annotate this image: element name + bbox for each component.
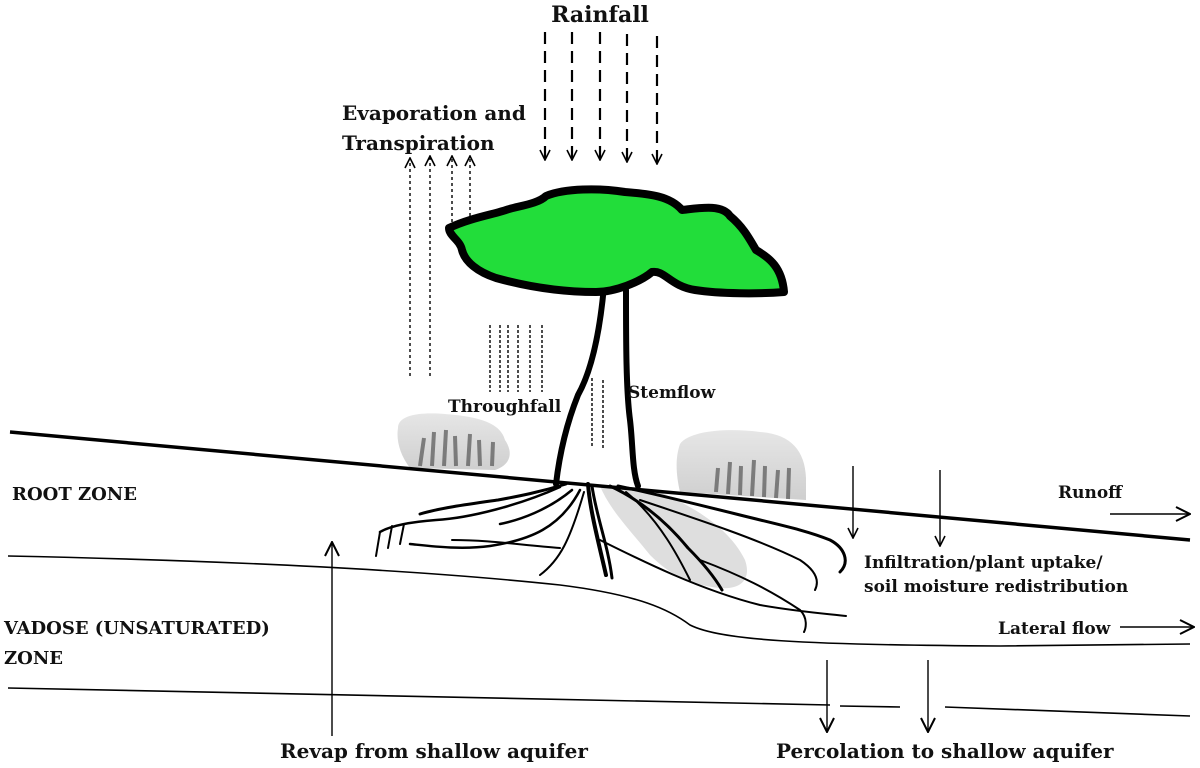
stemflow-label: Stemflow (628, 383, 716, 403)
runoff-label: Runoff (1058, 483, 1123, 503)
vadose-zone-label-line2: ZONE (4, 648, 63, 669)
throughfall-label: Throughfall (448, 397, 562, 417)
infiltration-label-line2: soil moisture redistribution (864, 577, 1128, 597)
revap-label: Revap from shallow aquifer (280, 739, 588, 763)
vadose-zone-lower-boundary (8, 688, 1190, 716)
right-shrub (677, 430, 806, 500)
root-zone-label: ROOT ZONE (12, 484, 137, 505)
tree-canopy (449, 189, 784, 293)
evapotranspiration-arrows (410, 156, 470, 376)
evaporation-label-line2: Transpiration (342, 131, 495, 155)
percolation-label: Percolation to shallow aquifer (776, 739, 1114, 763)
rainfall-label: Rainfall (551, 2, 649, 28)
evaporation-label-line1: Evaporation and (342, 101, 526, 125)
throughfall-lines (490, 325, 542, 392)
stemflow-lines (592, 378, 603, 448)
tree-trunk (556, 286, 638, 486)
rainfall-arrows (545, 32, 657, 164)
tree-roots (376, 484, 846, 632)
lateral-flow-label: Lateral flow (998, 619, 1111, 639)
infiltration-label-line1: Infiltration/plant uptake/ (864, 553, 1103, 573)
vadose-zone-label-line1: VADOSE (UNSATURATED) (3, 618, 270, 639)
root-shade (600, 486, 747, 588)
left-shrub (398, 413, 510, 470)
